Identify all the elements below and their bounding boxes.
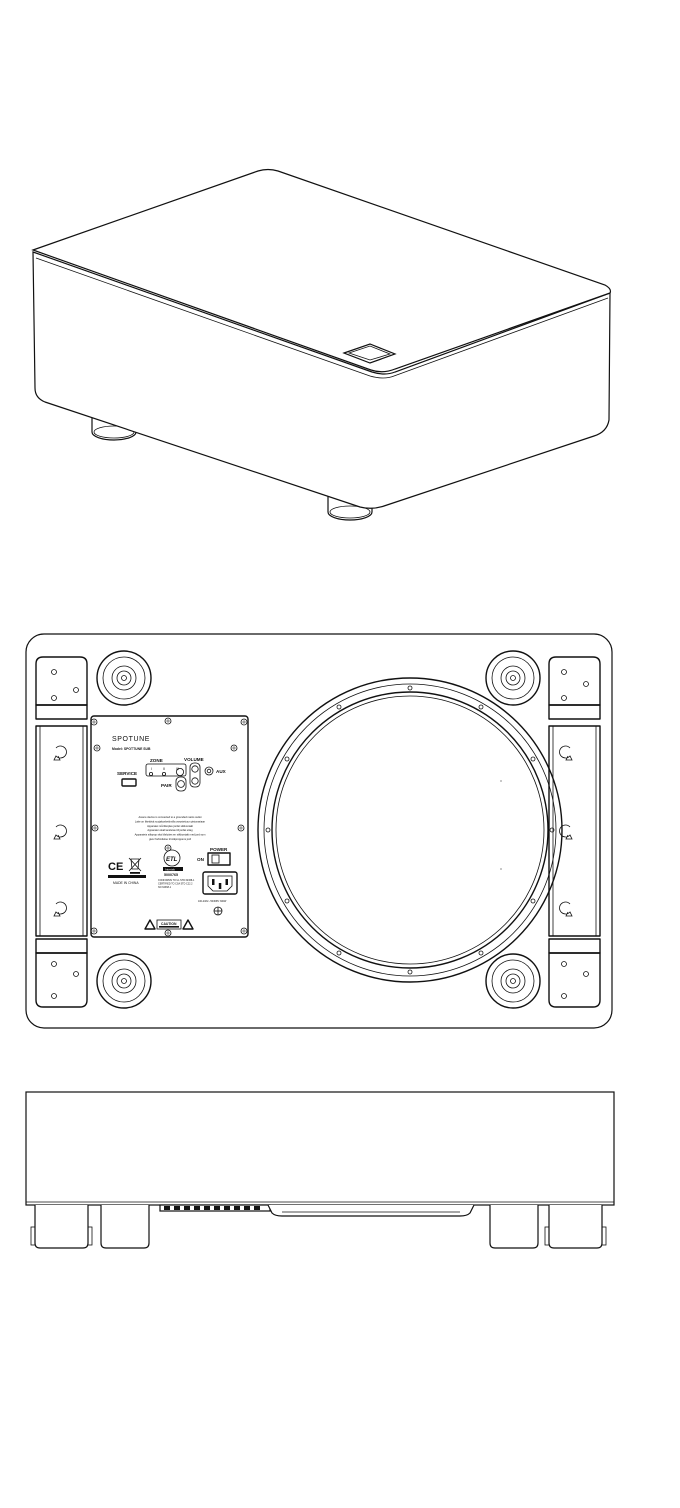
ring-screw <box>478 950 484 956</box>
side-body <box>25 1091 615 1206</box>
keyhole-slot <box>53 901 67 917</box>
keyhole-slot <box>53 824 67 840</box>
panel-screw <box>164 929 172 937</box>
warning-line: Laite on liitettävä suojakoskettimilla v… <box>135 819 206 823</box>
ring-screw <box>336 950 342 956</box>
volume-up-button[interactable] <box>191 765 199 773</box>
ring-screw <box>530 898 536 904</box>
foot-side-left <box>100 1205 150 1249</box>
aux-jack[interactable] <box>204 766 214 776</box>
warning-line: Apparatet må tilkoples jordet stikkontak… <box>147 824 193 828</box>
on-label: ON <box>197 857 205 862</box>
panel-screw <box>164 717 172 725</box>
model-label: Model: SPOTTUNE SUB <box>112 747 151 751</box>
driver-ring <box>257 677 563 983</box>
foot-bottom-left <box>96 953 152 1009</box>
aux-label: AUX <box>216 769 227 774</box>
panel-screw <box>240 718 248 726</box>
panel-screw <box>91 824 99 832</box>
port-ring-profile <box>267 1204 475 1217</box>
bracket-leg-left <box>34 1205 89 1249</box>
control-panel: SPOTUNE Model: SPOTTUNE SUB ZONE I II II… <box>90 715 249 938</box>
foot-side-right <box>489 1205 539 1249</box>
zone-label: ZONE <box>150 758 163 763</box>
panel-screw <box>90 718 98 726</box>
box-front-face <box>32 251 611 509</box>
mains-rating: 100-240V~ 50/60Hz 300W <box>198 900 227 903</box>
power-label: POWER <box>210 847 228 852</box>
panel-screw <box>93 744 101 752</box>
perspective-view <box>31 168 612 521</box>
left-bracket <box>35 656 88 1008</box>
panel-screw <box>240 927 248 935</box>
warning-line: Apparaten skall anslutas till jordat utt… <box>147 828 193 832</box>
ring-screw <box>530 756 536 762</box>
pair-button[interactable] <box>177 780 185 788</box>
rear-outline <box>25 633 613 1029</box>
warning-line: Apparatets stikprop skal tilsluttes en s… <box>135 833 206 837</box>
zone-mark: I <box>151 767 152 771</box>
conformance-text: CONFORMS TO UL STD 62368-1 <box>158 879 195 882</box>
svg-text:ETL: ETL <box>166 857 178 863</box>
bracket-leg-right <box>548 1205 603 1249</box>
keyhole-slot <box>559 745 573 761</box>
keyhole-slot <box>53 745 67 761</box>
panel-screw <box>237 824 245 832</box>
iec-power-inlet[interactable] <box>202 871 238 895</box>
ring-screw <box>407 969 413 975</box>
rear-view: SPOTUNE Model: SPOTTUNE SUB ZONE I II II… <box>25 633 613 1029</box>
bracket-tab <box>87 1226 93 1246</box>
bracket-tab <box>544 1226 550 1246</box>
warning-triangle-icon <box>144 919 194 930</box>
foot-bottom-right <box>485 953 541 1009</box>
underside-hardware <box>159 1204 271 1212</box>
ring-screw <box>549 827 555 833</box>
ring-screw <box>284 756 290 762</box>
ring-screw <box>407 685 413 691</box>
bracket-tab <box>601 1226 607 1246</box>
made-in-label: MADE IN CHINA <box>113 881 139 885</box>
etl-listed-mark: ETL <box>163 849 181 867</box>
ring-screw <box>284 898 290 904</box>
cert-number: 5000765 <box>164 873 178 877</box>
side-view <box>25 1091 615 1249</box>
panel-screw <box>90 927 98 935</box>
grounding-warning: Assure device is connected to a grounded… <box>135 815 206 841</box>
ring-screw <box>265 827 271 833</box>
zone-led <box>148 772 153 777</box>
right-bracket <box>548 656 601 1008</box>
zone-led <box>161 772 166 777</box>
conformance-text: CERTIFIED TO CSA STD C22.2 <box>158 883 193 886</box>
top-control-slot <box>342 343 397 364</box>
volume-down-button[interactable] <box>191 777 199 785</box>
zone-button[interactable] <box>175 768 184 777</box>
barcode-strip <box>108 875 146 878</box>
caution-label: CAUTION <box>161 922 177 926</box>
ring-screw <box>478 704 484 710</box>
power-switch[interactable] <box>207 852 231 866</box>
keyhole-slot <box>559 824 573 840</box>
conformance-text: NO 62368-1 <box>158 886 172 889</box>
keyhole-slot <box>559 901 573 917</box>
intertek-label: Intertek <box>165 867 176 871</box>
pair-label: PAIR <box>161 783 172 788</box>
foot-top-right <box>485 650 541 706</box>
warning-line: Assure device is connected to a grounded… <box>138 815 201 819</box>
bracket-tab <box>30 1226 36 1246</box>
warning-line: giver forbindelse til stikproppens jord <box>149 837 192 841</box>
weee-bin-icon <box>128 857 142 874</box>
ground-symbol-icon <box>213 906 223 916</box>
brand-logo: SPOTUNE <box>112 736 150 743</box>
zone-mark: II <box>163 767 165 771</box>
service-label: SERVICE <box>117 771 137 776</box>
ce-mark: CE <box>108 861 123 873</box>
panel-screw <box>230 744 238 752</box>
service-usb-port[interactable] <box>121 778 137 787</box>
volume-label: VOLUME <box>184 757 204 762</box>
ring-screw <box>336 704 342 710</box>
box-top-face <box>31 168 612 373</box>
foot-top-left <box>96 650 152 706</box>
